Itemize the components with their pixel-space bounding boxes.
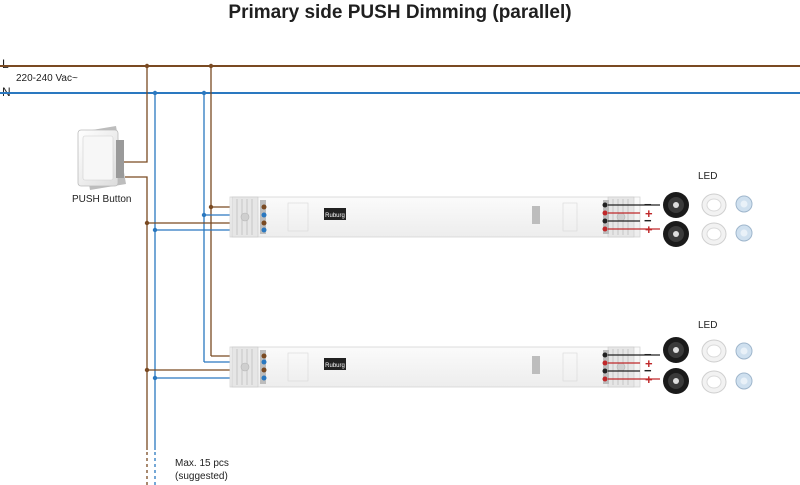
spotlight-bulb-icon [735,342,753,360]
driver-1: Ruburg [229,196,660,238]
spotlight-bulb-icon [735,224,753,242]
downlight-icon [701,222,727,246]
svg-text:Ruburg: Ruburg [325,213,345,219]
max-pcs-note: Max. 15 pcs [175,458,229,469]
live-label: L [2,57,9,71]
spotlight-bulb-icon [735,372,753,390]
continuation-dashes [146,452,156,485]
led-strip-icon [663,221,689,247]
output-2b-plus: + [645,372,653,387]
output-1a-minus: − [644,197,652,212]
spotlight-bulb-icon [735,195,753,213]
driver-2: Ruburg [229,346,660,388]
output-1b-minus: − [644,213,652,228]
led-label-1: LED [698,171,718,182]
output-1b-plus: + [645,222,653,237]
output-2a-minus: − [644,347,652,362]
suggested-note: (suggested) [175,471,228,482]
led-strip-icon [663,337,689,363]
downlight-icon [701,193,727,217]
bus-wires [123,66,262,450]
led-label-2: LED [698,320,718,331]
diagram-title: Primary side PUSH Dimming (parallel) [228,2,572,23]
output-2b-minus: − [644,363,652,378]
voltage-label: 220-240 Vac~ [16,73,78,84]
downlight-icon [701,370,727,394]
junction-dots [144,63,214,381]
led-loads [663,192,753,394]
push-button-icon [77,126,126,190]
push-button-label: PUSH Button [72,194,132,205]
led-strip-icon [663,368,689,394]
output-2a-plus: + [645,356,653,371]
output-1a-plus: + [645,206,653,221]
led-strip-icon [663,192,689,218]
svg-text:Ruburg: Ruburg [325,363,345,369]
downlight-icon [701,339,727,363]
